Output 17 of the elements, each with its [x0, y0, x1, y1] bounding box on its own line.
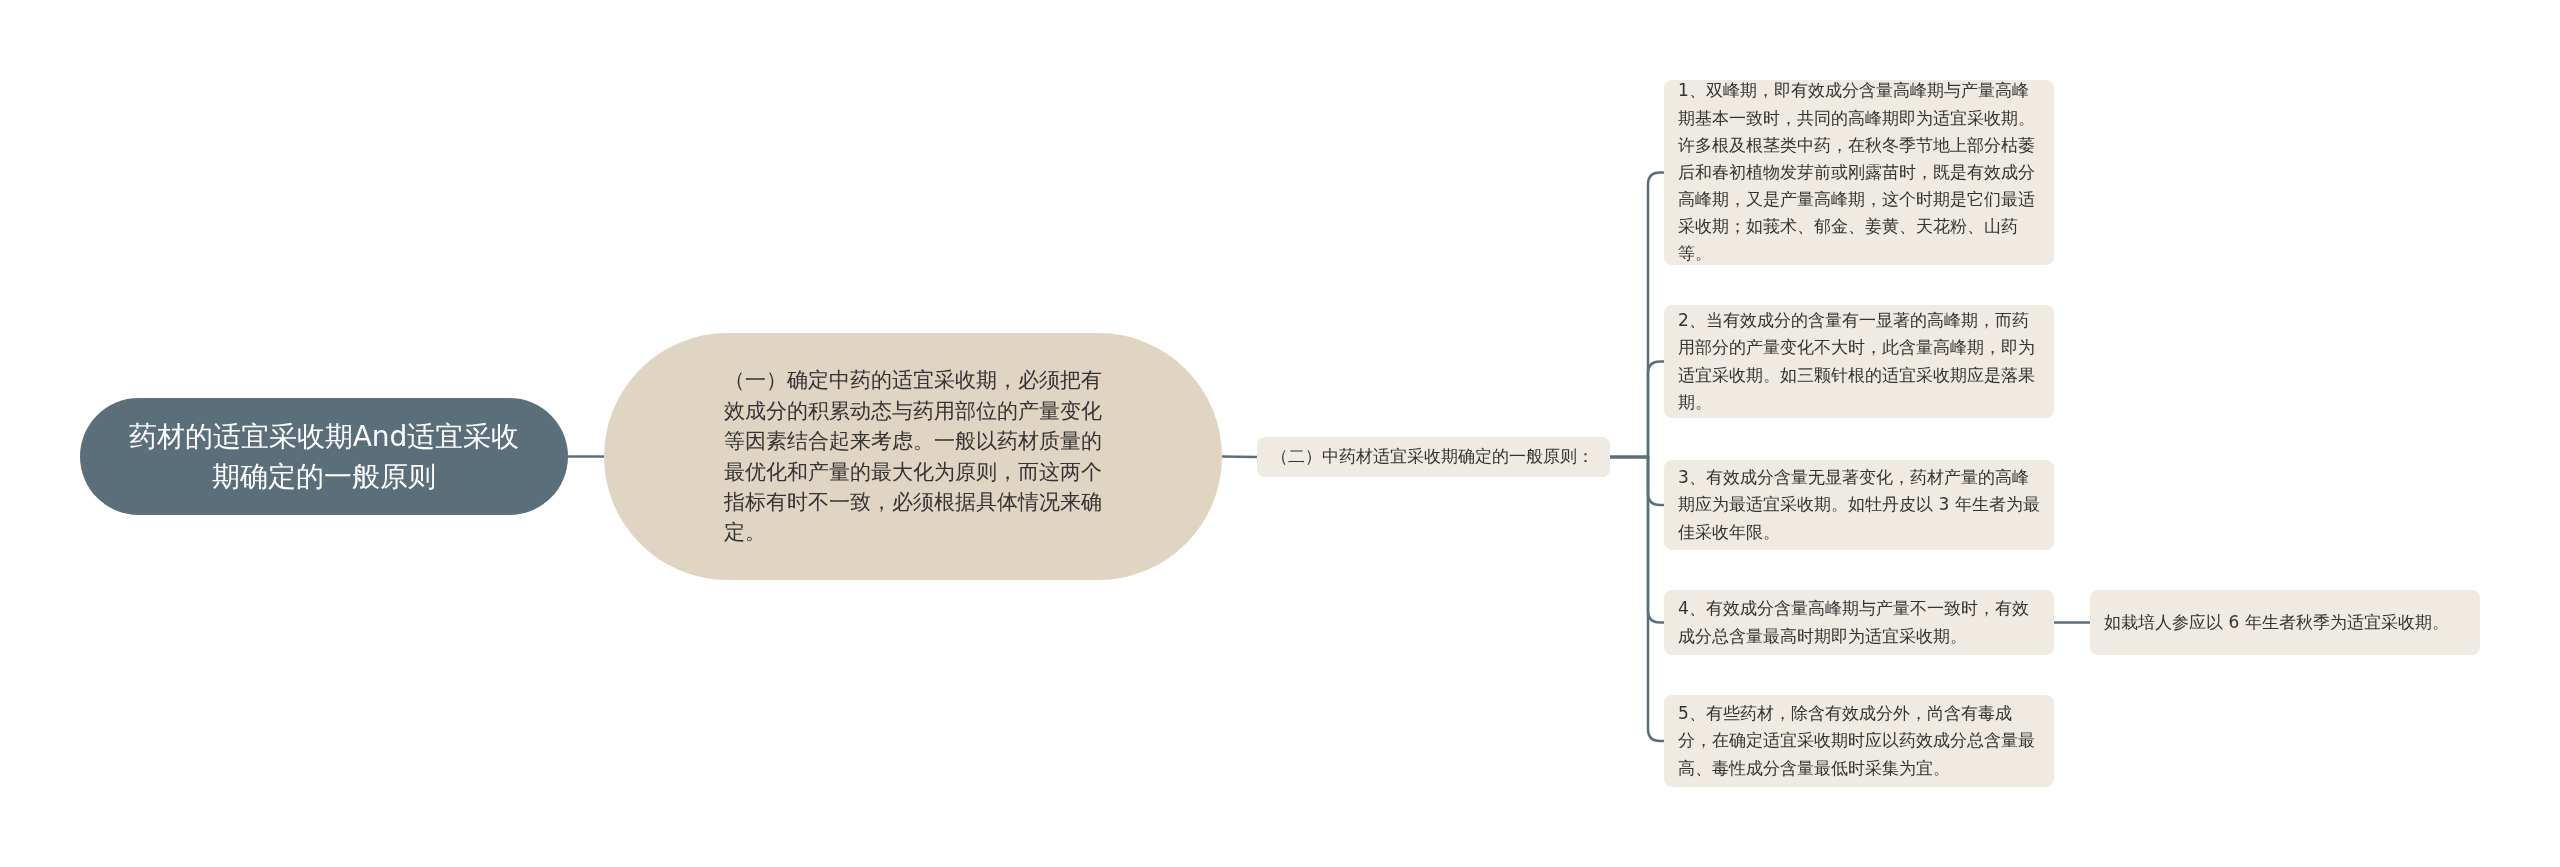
topic-text: 3、有效成分含量无显著变化，药材产量的高峰期应为最适宜采收期。如牡丹皮以 3 年生者为最佳采收年限。 [1678, 466, 2040, 544]
subtopic-box [1664, 460, 2054, 550]
connector-line [1222, 455, 1257, 459]
subtopic-box [1257, 437, 1610, 477]
topic-text: （一）确定中药的适宜采收期，必须把有效成分的积累动态与药用部位的产量变化等因素结合起来考虑。一般以药材质量的最优化和产量的最大化为原则，而这两个指标有时不一致，必须根据具体情况来确定。 [724, 367, 1102, 547]
subtopic-box [2090, 590, 2480, 655]
connector-line [568, 455, 604, 458]
topic-text: 如栽培人参应以 6 年生者秋季为适宜采收期。 [2104, 610, 2449, 634]
subtopic-box [1664, 695, 2054, 787]
topic-text: 2、当有效成分的含量有一显著的高峰期，而药用部分的产量变化不大时，此含量高峰期，即为适宜采收期。如三颗针根的适宜采收期应是落果期。 [1678, 309, 2036, 414]
topic-text: 5、有些药材，除含有效成分外，尚含有毒成分，在确定适宜采收期时应以药效成分总含量最高、毒性成分含量最低时采集为宜。 [1678, 702, 2036, 780]
connector-line [2054, 621, 2090, 624]
topic-text: 药材的适宜采收期And适宜采收期确定的一般原则 [127, 419, 521, 495]
topic-text: 4、有效成分含量高峰期与产量不一致时，有效成分总含量最高时期即为适宜采收期。 [1678, 597, 2030, 648]
topic-text: 1、双峰期，即有效成分含量高峰期与产量高峰期基本一致时，共同的高峰期即为适宜采收期。许多根及根茎类中药，在秋冬季节地上部分枯萎后和春初植物发芽前或刚露苗时，既是有效成分高峰期，又是产量高峰期，这个时期是它们最适采收期；如莪术、郁金、姜黄、天花粉、山药等。 [1678, 79, 2036, 266]
topic-text: （二）中药材适宜采收期确定的一般原则： [1271, 445, 1594, 469]
subtopic-box [1664, 590, 2054, 655]
